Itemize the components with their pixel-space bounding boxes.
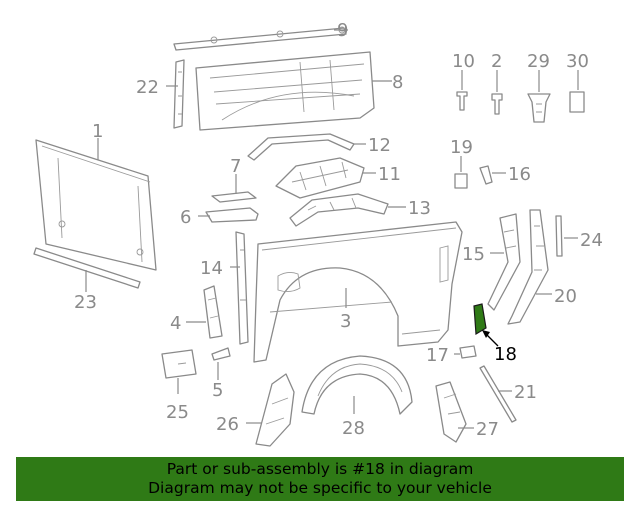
label-23: 23: [74, 292, 97, 313]
part-24-strip: [555, 215, 563, 257]
part-17-clip: [459, 345, 477, 359]
part-21-strip: [479, 365, 517, 423]
part-27-bracket: [435, 381, 467, 443]
part-4-bracket: [203, 285, 223, 339]
label-2: 2: [491, 51, 502, 72]
label-11: 11: [378, 164, 401, 185]
banner-line-1: Part or sub-assembly is #18 in diagram: [166, 460, 474, 478]
label-14: 14: [200, 258, 223, 279]
part-15-corner: [487, 213, 521, 311]
label-6: 6: [180, 207, 191, 228]
part-23-strip: [33, 247, 141, 289]
part-18-highlighted: [473, 303, 487, 336]
part-26-wheelhouse-front: [255, 373, 295, 447]
label-8: 8: [392, 72, 403, 93]
banner-line-2: Diagram may not be specific to your vehi…: [148, 479, 492, 497]
label-9: 9: [337, 20, 348, 41]
part-29-fastener: [527, 93, 551, 123]
part-2-bolt: [491, 93, 503, 115]
label-24: 24: [580, 230, 603, 251]
part-12-trim: [247, 133, 355, 161]
part-20-corner-post: [507, 209, 549, 325]
label-30: 30: [566, 51, 589, 72]
part-8-front-panel: [195, 51, 375, 131]
label-5: 5: [212, 380, 223, 401]
leader-18-arrowhead: [482, 330, 490, 338]
label-21: 21: [514, 382, 537, 403]
part-7-bracket: [211, 191, 257, 203]
part-19-clip: [454, 173, 468, 189]
label-4: 4: [170, 313, 181, 334]
parts-diagram: 9 8 22 10 2 29 30 1: [33, 20, 603, 447]
part-1-panel: [35, 139, 157, 271]
part-25-fuel-door: [161, 349, 197, 379]
label-29: 29: [527, 51, 550, 72]
part-6-bracket: [205, 207, 259, 223]
label-18: 18: [494, 344, 517, 365]
part-16-clip: [479, 165, 493, 185]
label-26: 26: [216, 414, 239, 435]
label-7: 7: [230, 156, 241, 177]
label-27: 27: [476, 419, 499, 440]
label-1: 1: [92, 121, 103, 142]
label-13: 13: [408, 198, 431, 219]
label-19: 19: [450, 137, 473, 158]
part-22-bracket: [173, 59, 185, 129]
part-28-wheelhouse: [301, 355, 413, 415]
part-13-reinforcement: [289, 193, 389, 227]
part-3-side-panel: [253, 221, 463, 363]
info-banner: Part or sub-assembly is #18 in diagram D…: [16, 457, 624, 501]
label-17: 17: [426, 345, 449, 366]
part-14-pillar: [235, 231, 249, 345]
label-3: 3: [340, 311, 351, 332]
part-30-plug: [569, 91, 585, 113]
part-9-top-rail: [173, 26, 347, 51]
label-25: 25: [166, 402, 189, 423]
part-10-bolt: [456, 91, 468, 111]
label-20: 20: [554, 286, 577, 307]
part-11-bracket: [275, 157, 365, 199]
label-22: 22: [136, 77, 159, 98]
label-10: 10: [452, 51, 475, 72]
part-5-bracket: [211, 347, 231, 361]
label-12: 12: [368, 135, 391, 156]
label-28: 28: [342, 418, 365, 439]
label-15: 15: [462, 244, 485, 265]
label-16: 16: [508, 164, 531, 185]
